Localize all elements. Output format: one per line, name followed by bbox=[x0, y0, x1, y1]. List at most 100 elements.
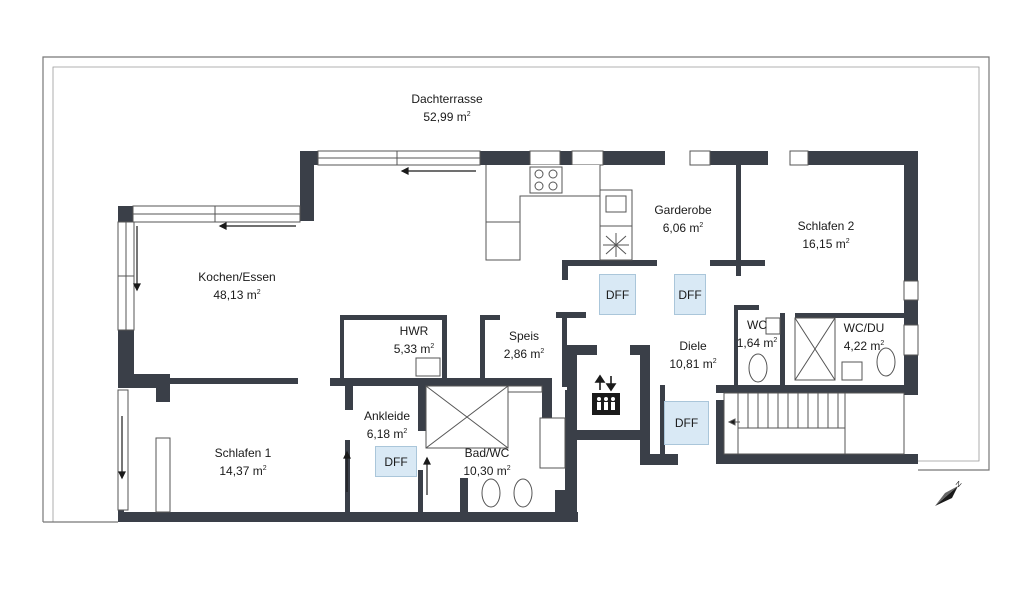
room-label-ankleide: Ankleide 6,18 m2 bbox=[364, 409, 410, 442]
wall bbox=[118, 510, 124, 522]
arrow-head bbox=[133, 283, 141, 292]
wall bbox=[904, 300, 918, 325]
room-name: Bad/WC bbox=[464, 446, 510, 460]
dff-marker: DFF bbox=[664, 401, 709, 445]
wall bbox=[156, 374, 170, 402]
elevator-person bbox=[604, 397, 608, 401]
wall bbox=[300, 151, 314, 221]
room-label-schlafen1: Schlafen 1 14,37 m2 bbox=[215, 446, 272, 479]
room-label-hwr: HWR 5,33 m2 bbox=[394, 324, 435, 357]
stair-arrow-head bbox=[727, 418, 736, 426]
north-arrow-icon: N bbox=[935, 480, 962, 506]
burner bbox=[548, 169, 558, 179]
window bbox=[571, 150, 604, 166]
room-area: 48,13 m2 bbox=[213, 288, 261, 302]
room-name: HWR bbox=[399, 324, 429, 338]
arrow-head bbox=[118, 471, 126, 480]
wall bbox=[340, 315, 344, 385]
wall bbox=[567, 345, 597, 355]
sink-icon bbox=[841, 361, 863, 381]
window bbox=[117, 389, 129, 511]
elevator-person bbox=[604, 402, 608, 410]
shower-diagonal bbox=[425, 385, 509, 449]
room-name: Kochen/Essen bbox=[198, 270, 276, 284]
toilet-icon bbox=[481, 478, 501, 508]
sink-icon bbox=[605, 195, 627, 213]
room-name: WC/DU bbox=[843, 321, 885, 335]
elevator-person bbox=[597, 397, 601, 401]
walls bbox=[118, 151, 918, 522]
wall bbox=[565, 390, 577, 520]
wall bbox=[460, 478, 468, 518]
fan-icon bbox=[603, 233, 629, 257]
wall bbox=[330, 378, 545, 386]
wall bbox=[640, 345, 650, 465]
kitchen-counter bbox=[485, 165, 633, 261]
room-area: 10,81 m2 bbox=[669, 357, 717, 371]
room-area: 14,37 m2 bbox=[219, 464, 267, 478]
wall bbox=[555, 490, 577, 522]
room-label-wcdu: WC/DU 4,22 m2 bbox=[844, 321, 885, 354]
wall bbox=[734, 305, 759, 310]
wall bbox=[345, 386, 353, 410]
wall bbox=[118, 206, 133, 222]
wall bbox=[542, 378, 552, 418]
wall bbox=[480, 315, 485, 385]
toilet-icon bbox=[513, 478, 533, 508]
wall bbox=[562, 260, 568, 280]
room-area: 4,22 m2 bbox=[843, 339, 885, 353]
bathtub-edge bbox=[507, 385, 543, 393]
wall bbox=[795, 313, 905, 318]
room-label-garderobe: Garderobe 6,06 m2 bbox=[654, 203, 711, 236]
sink-icon bbox=[415, 357, 441, 377]
stairs-outline bbox=[723, 392, 905, 455]
wall bbox=[340, 315, 445, 320]
arrow-head bbox=[218, 222, 227, 230]
north-letter: N bbox=[954, 480, 962, 489]
room-label-wc: WC 1,64 m2 bbox=[737, 318, 778, 351]
wall bbox=[118, 330, 134, 378]
shower-diagonal bbox=[794, 317, 836, 381]
elevator-arrow-up-head bbox=[594, 374, 606, 383]
arrow-head bbox=[400, 167, 409, 175]
arrow-head bbox=[423, 456, 431, 465]
wall bbox=[716, 385, 916, 393]
wall bbox=[716, 454, 918, 464]
wall bbox=[170, 378, 298, 384]
room-name: WC bbox=[747, 318, 767, 332]
dff-marker: DFF bbox=[375, 446, 417, 477]
sink-icon bbox=[539, 417, 566, 469]
room-area: 6,06 m2 bbox=[662, 221, 704, 235]
wall bbox=[480, 151, 530, 165]
windows bbox=[117, 150, 919, 513]
room-area: 5,33 m2 bbox=[393, 342, 435, 356]
room-area: 16,15 m2 bbox=[802, 237, 850, 251]
room-name: Speis bbox=[508, 329, 540, 343]
window bbox=[903, 280, 919, 301]
dff-marker: DFF bbox=[599, 274, 636, 315]
wall bbox=[734, 305, 738, 385]
wall bbox=[716, 400, 724, 464]
room-name: Ankleide bbox=[363, 409, 411, 423]
dff-marker: DFF bbox=[674, 274, 706, 315]
room-label-schlafen2: Schlafen 2 16,15 m2 bbox=[798, 219, 855, 252]
wall bbox=[118, 512, 578, 522]
window bbox=[529, 150, 561, 166]
elevator-person bbox=[597, 402, 601, 410]
wall bbox=[480, 315, 500, 320]
wall bbox=[736, 151, 741, 276]
room-name: Diele bbox=[679, 339, 707, 353]
elevator-person bbox=[611, 397, 615, 401]
wall bbox=[562, 315, 567, 387]
room-name: Garderobe bbox=[654, 203, 712, 217]
sliding-arrows bbox=[118, 167, 476, 495]
elevator-person bbox=[611, 402, 615, 410]
wall bbox=[780, 313, 785, 388]
room-name: Schlafen 1 bbox=[214, 446, 272, 460]
stairs-icon bbox=[723, 392, 905, 455]
bathroom-fixtures bbox=[425, 317, 896, 508]
arrow-head bbox=[343, 450, 351, 459]
room-area: 2,86 m2 bbox=[503, 347, 545, 361]
room-label-badwc: Bad/WC 10,30 m2 bbox=[463, 446, 510, 479]
